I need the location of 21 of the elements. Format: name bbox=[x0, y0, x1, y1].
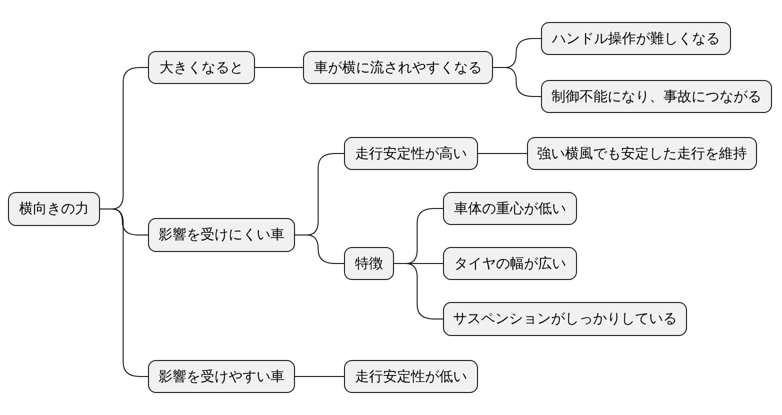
topic-box: 特徴 bbox=[344, 247, 394, 280]
connector-line bbox=[394, 263, 444, 320]
connector-line bbox=[492, 67, 542, 97]
topic-box: 制御不能になり、事故につながる bbox=[541, 80, 772, 113]
topic-box: 影響を受けやすい車 bbox=[148, 360, 295, 393]
topic-box: 強い横風でも安定した走行を維持 bbox=[527, 137, 757, 170]
topic-box: サスペンションがしっかりしている bbox=[443, 302, 687, 336]
topic-box: 車体の重心が低い bbox=[443, 192, 577, 225]
topic-box: 影響を受けにくい車 bbox=[148, 218, 295, 252]
connector-line bbox=[294, 234, 344, 264]
connector-line bbox=[294, 376, 344, 377]
topic-box: タイヤの幅が広い bbox=[443, 247, 577, 280]
connector-line bbox=[478, 153, 528, 154]
connector-line bbox=[100, 208, 148, 377]
topic-box: 横向きの力 bbox=[8, 192, 100, 226]
topic-box: 走行安定性が高い bbox=[344, 137, 478, 170]
connector-line bbox=[254, 67, 304, 68]
topic-box: 走行安定性が低い bbox=[344, 360, 478, 393]
topic-box: 車が横に流されやすくなる bbox=[303, 51, 493, 84]
topic-box: 大きくなると bbox=[148, 51, 255, 84]
topic-box: ハンドル操作が難しくなる bbox=[541, 22, 731, 55]
